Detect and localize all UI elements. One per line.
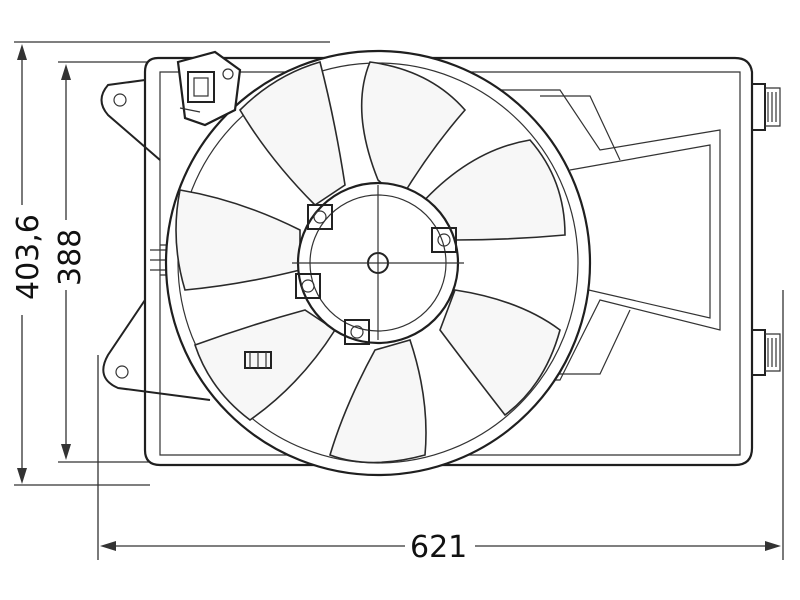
hub-bolt [344, 319, 370, 345]
width-label: 621 [410, 530, 467, 565]
hub-bolt [307, 204, 333, 230]
overall-height-label: 403,6 [11, 214, 46, 300]
inner-height-label: 388 [53, 229, 88, 286]
electrical-connector [176, 50, 242, 127]
fan-blade [193, 309, 337, 421]
cable-clip [244, 351, 272, 369]
width-dimension: 621 [97, 290, 784, 565]
hub-bolt [295, 273, 321, 299]
overall-height-dimension: 403,6 [6, 41, 330, 486]
motor-hub [292, 181, 464, 345]
fan-blade [329, 339, 427, 464]
inner-height-dimension: 388 [52, 61, 170, 463]
hub-bolt [431, 227, 457, 253]
fan-blade [175, 189, 301, 291]
fan-blades [175, 61, 566, 464]
fan-blade [439, 289, 561, 417]
fan-blade [418, 139, 566, 241]
fan-blade [238, 61, 346, 207]
fan-blade [360, 61, 467, 202]
